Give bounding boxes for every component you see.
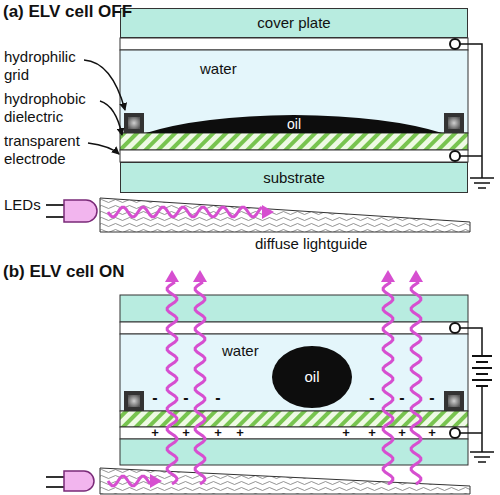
charge-sign: - bbox=[152, 391, 157, 405]
charge-sign: - bbox=[369, 391, 374, 405]
light-ray bbox=[383, 282, 393, 484]
node-text: substrate bbox=[263, 169, 325, 186]
light-ray bbox=[167, 282, 177, 484]
node-text: oil bbox=[304, 368, 319, 385]
node-text: water bbox=[222, 342, 259, 359]
part-label: hydrophobic dielectric bbox=[4, 90, 99, 126]
node-text: oil bbox=[287, 116, 301, 132]
part-label: diffuse lightguide bbox=[255, 235, 367, 253]
light-arrowhead bbox=[381, 270, 395, 282]
charge-sign: + bbox=[182, 427, 190, 439]
light-ray bbox=[108, 476, 150, 486]
panel-title: (a) ELV cell OFF bbox=[3, 2, 132, 22]
water-region: water oil bbox=[120, 50, 468, 133]
part-label: hydrophilic grid bbox=[4, 48, 99, 84]
node-text: cover plate bbox=[257, 14, 330, 31]
node-text: water bbox=[200, 60, 237, 77]
light-arrowhead bbox=[150, 474, 162, 488]
light-ray bbox=[108, 207, 262, 217]
charge-sign: + bbox=[428, 427, 436, 439]
charge-sign: - bbox=[215, 391, 220, 405]
charge-sign: + bbox=[368, 427, 376, 439]
oil-droplet: oil bbox=[146, 115, 442, 133]
charge-sign: + bbox=[342, 427, 350, 439]
light-arrowhead bbox=[262, 205, 274, 219]
water-region: water oil bbox=[120, 334, 468, 391]
charge-sign: + bbox=[236, 427, 244, 439]
light-ray bbox=[411, 282, 421, 484]
charge-sign: - bbox=[429, 391, 434, 405]
charge-sign: + bbox=[151, 427, 159, 439]
charge-sign: - bbox=[399, 391, 404, 405]
light-arrowhead bbox=[165, 270, 179, 282]
light-ray bbox=[195, 282, 205, 484]
charge-sign: + bbox=[398, 427, 406, 439]
part-label: LEDs bbox=[4, 196, 41, 214]
charge-sign: - bbox=[183, 391, 188, 405]
panel-title: (b) ELV cell ON bbox=[3, 262, 125, 282]
part-label: transparent electrode bbox=[4, 132, 99, 168]
light-arrowhead bbox=[193, 270, 207, 282]
oil-droplet: oil bbox=[272, 346, 352, 408]
charge-sign: + bbox=[214, 427, 222, 439]
cover-plate-band: cover plate bbox=[120, 8, 468, 38]
substrate-band: substrate bbox=[120, 162, 468, 193]
light-arrowhead bbox=[409, 270, 423, 282]
